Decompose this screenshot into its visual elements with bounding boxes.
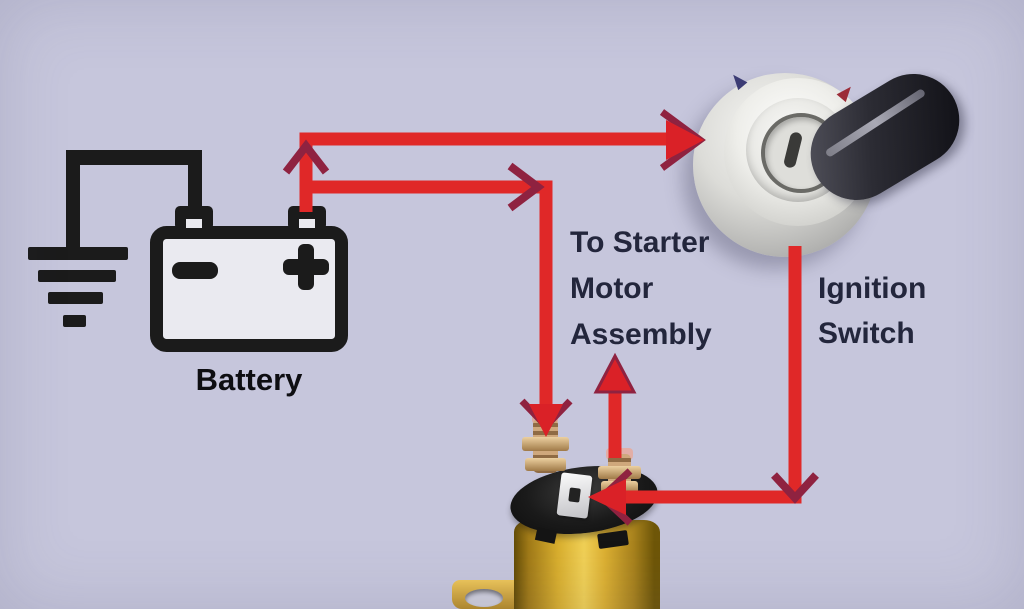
arrow-down-icon	[771, 472, 819, 504]
starter-label-line: Assembly	[570, 318, 712, 351]
ignition-spade-terminal	[556, 472, 593, 519]
starter-motor-label: To Starter Motor Assembly	[570, 220, 712, 358]
spade-hole	[568, 487, 581, 503]
motor-terminal-stud	[598, 448, 642, 496]
battery-negative-terminal	[175, 206, 213, 230]
arrow-up-icon	[282, 139, 330, 175]
ground-wire	[66, 150, 202, 254]
arrow-up-icon	[593, 352, 637, 394]
battery-positive-terminal	[288, 206, 326, 230]
starter-label-line: To Starter	[570, 226, 710, 259]
ignition-switch	[680, 56, 980, 265]
ignition-label-line: Switch	[818, 317, 915, 350]
battery-label: Battery	[195, 362, 303, 397]
ignition-label-line: Ignition	[818, 272, 927, 305]
minus-icon	[172, 262, 218, 279]
arrow-right-icon	[507, 162, 545, 212]
ignition-switch-label: Ignition Switch	[818, 266, 926, 356]
starter-solenoid	[440, 405, 680, 609]
ground-symbol	[28, 247, 128, 327]
starter-label-line: Motor	[570, 272, 654, 305]
wire-battery-to-ignition	[299, 132, 668, 212]
plus-icon	[283, 244, 329, 290]
bracket-hole	[465, 589, 503, 607]
battery-terminal-stud	[522, 412, 570, 476]
battery-icon	[150, 206, 348, 352]
